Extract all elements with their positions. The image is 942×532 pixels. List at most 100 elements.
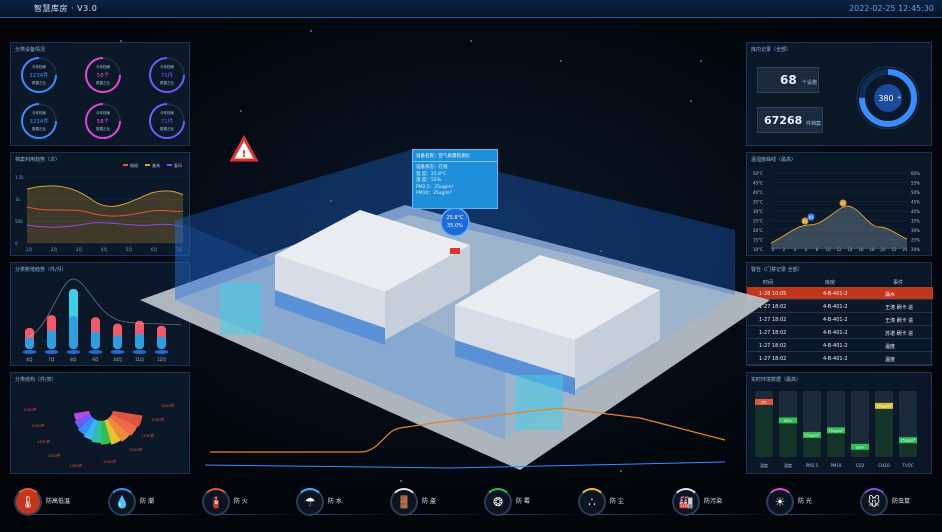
archive-count: 67268	[764, 114, 803, 127]
nav-umbrella[interactable]: ☂防 水	[296, 488, 396, 518]
category-title: 分类新增趋势（件/月）	[15, 267, 67, 273]
nav-door[interactable]: 🚪防 盗	[390, 488, 490, 518]
alarm-room: 4-B-401-2	[823, 304, 848, 310]
bar-base	[132, 350, 147, 354]
x-tick-label: 4月	[101, 247, 108, 252]
realtime-value: 25c	[761, 400, 767, 404]
x-tick-label: 1月	[26, 247, 33, 252]
env-x-label: 0	[772, 247, 775, 252]
tooltip-line: 温 度：25.8°C	[416, 171, 447, 177]
gauge-value: 58个	[97, 118, 110, 125]
facility-unit: 个设施	[802, 80, 818, 86]
env-line	[770, 205, 908, 244]
facility-count: 68	[780, 73, 797, 87]
factory-icon: 🏭	[672, 488, 700, 516]
thermometer-icon: 🌡	[14, 488, 42, 516]
nav-underline	[122, 514, 208, 515]
nav-sun[interactable]: ☀防 光	[766, 488, 866, 518]
env-x-label: 4	[794, 247, 797, 252]
nav-label: 防 潮	[140, 498, 154, 505]
realtime-value: 25ug/m³	[901, 439, 916, 443]
tooltip-line: 设备状态：在线	[416, 165, 448, 170]
nav-droplet[interactable]: 💧防 潮	[108, 488, 208, 518]
y-tick-label: 500	[15, 219, 23, 224]
category-bar-lower	[47, 330, 56, 349]
series-area-query	[27, 185, 183, 243]
bar-base	[154, 350, 169, 354]
alarm-time: 1-27 18:02	[759, 317, 787, 323]
alarms-column-header: 库房	[825, 280, 836, 286]
env-y-right-label: 30%	[911, 228, 920, 233]
env-marker	[807, 213, 815, 221]
nav-thermometer[interactable]: 🌡防高低温	[14, 488, 114, 518]
tooltip-title: 设备名称：空气质量检测仪	[413, 150, 497, 162]
nav-underline	[498, 514, 584, 515]
datetime: 2022-02-25 12:45:30	[849, 4, 934, 13]
nav-mold[interactable]: ❂防 霉	[484, 488, 584, 518]
realtime-label: 温度	[760, 462, 768, 468]
env-x-label: 2	[783, 247, 786, 252]
alarm-time: 1-27 18:02	[759, 330, 787, 336]
legend-label: 借阅	[130, 162, 138, 168]
category-bar-lower	[113, 335, 122, 349]
nav-fire-extinguisher[interactable]: 🧯防 火	[202, 488, 302, 518]
alarm-event: 漏水	[885, 292, 896, 298]
category-label: 7月	[48, 357, 55, 362]
realtime-marker	[875, 402, 893, 409]
alarm-event: 王涛 刷卡 进	[885, 305, 914, 311]
star	[240, 110, 242, 112]
app-title: 智慧库房 · V3.0	[34, 4, 98, 13]
realtime-track	[851, 391, 869, 457]
nav-underline	[28, 514, 114, 515]
category-bar-lower	[157, 336, 166, 349]
gauge-arc	[85, 103, 121, 139]
category-bar-lower	[135, 333, 144, 349]
env-marker-label: 27	[841, 202, 845, 206]
env-y-right-label: 20%	[911, 247, 920, 252]
realtime-marker	[803, 431, 821, 438]
structure-slice	[83, 419, 98, 441]
gauge-label: 今年档案	[160, 110, 174, 115]
env-y-left-label: 20°C	[753, 228, 763, 233]
ring-outer	[856, 66, 920, 130]
structure-slice	[74, 414, 92, 429]
gauge-value: 71件	[161, 71, 174, 79]
env-y-right-label: 60%	[911, 171, 920, 176]
star	[620, 470, 622, 472]
y-tick-label: 1k	[15, 197, 21, 202]
env-y-right-label: 35%	[911, 219, 920, 224]
env-marker	[801, 217, 809, 225]
realtime-value: 25ug/m³	[829, 429, 844, 433]
nav-factory[interactable]: 🏭 防污染	[672, 488, 772, 518]
series-line-query	[26, 185, 184, 207]
realtime-fill	[875, 402, 893, 457]
nav-dust[interactable]: ∴防 尘	[578, 488, 678, 518]
tooltip-line: 湿 度：55%	[416, 178, 441, 183]
structure-label: 1300件	[69, 463, 83, 468]
env-x-label: 6	[805, 247, 808, 252]
gauge-label: 今年档案	[96, 64, 110, 69]
nav-rodent[interactable]: 🐭防虫鼠	[860, 488, 942, 518]
door-icon: 🚪	[390, 488, 418, 516]
nav-label: 防污染	[704, 498, 723, 505]
alarm-event: 温度	[885, 357, 896, 363]
structure-label: 1500件	[129, 447, 143, 452]
structure-slice	[91, 420, 101, 443]
structure-slice	[77, 416, 95, 436]
structure-label: 1400件	[103, 459, 117, 464]
ring-unit: +	[897, 95, 901, 101]
